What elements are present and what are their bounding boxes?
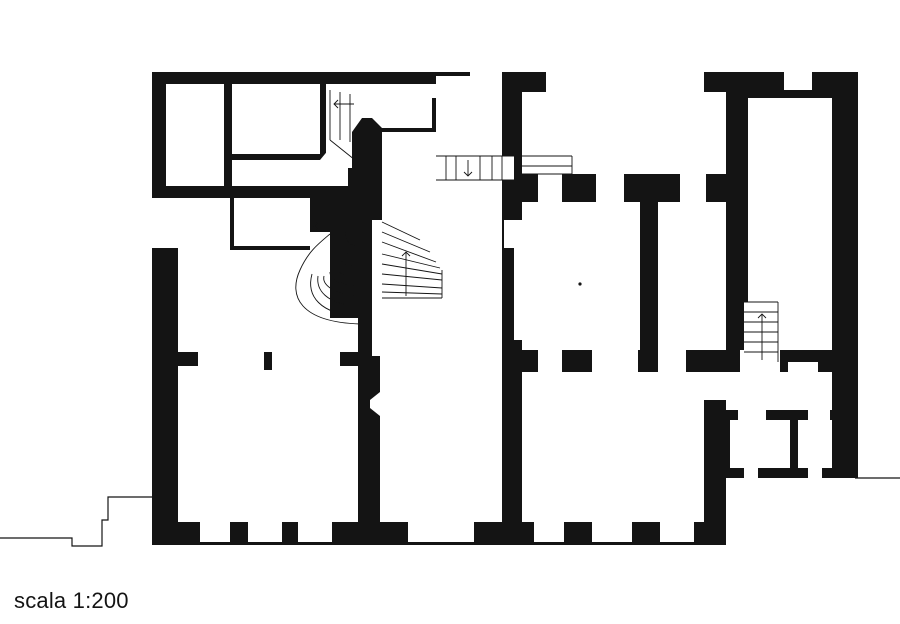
corridor	[370, 76, 502, 522]
stair-corridor	[381, 221, 443, 299]
stair-landing-top	[326, 84, 470, 168]
room-top-left-lower-strip	[232, 148, 348, 186]
window-bottom-7	[660, 522, 694, 542]
stair-straight-top	[436, 155, 573, 181]
window-bottom-5	[534, 522, 564, 542]
window-top-1	[546, 72, 704, 92]
room-small-1	[730, 420, 790, 468]
room-right-narrow	[658, 202, 726, 350]
site-boundary-left	[0, 496, 152, 547]
room-top-left-small	[166, 84, 224, 186]
column-pier	[264, 352, 272, 370]
scale-label: scala 1:200	[14, 588, 129, 613]
door-11	[744, 468, 758, 478]
door-2	[596, 174, 624, 202]
door-8	[788, 362, 818, 372]
room-right-top-wide	[522, 92, 726, 174]
stair-right	[744, 301, 779, 362]
bottom-windows	[200, 522, 694, 542]
window-top-2	[784, 72, 812, 90]
window-bottom-2	[248, 522, 282, 542]
door-9	[738, 410, 766, 420]
window-bottom-4	[408, 522, 474, 542]
room-top-left-middle	[232, 84, 320, 154]
stair-top-left	[329, 90, 361, 165]
door-3	[680, 174, 706, 202]
window-bottom-1	[200, 522, 230, 542]
door-4	[538, 350, 562, 372]
room-small-2	[798, 420, 832, 468]
door-5	[592, 350, 638, 372]
rooms	[152, 72, 832, 522]
door-1	[538, 174, 562, 202]
window-bottom-6	[592, 522, 632, 542]
floor-mark	[578, 282, 582, 286]
room-right-middle	[504, 202, 640, 350]
door-13	[470, 72, 502, 78]
door-10	[808, 410, 830, 420]
door-12	[808, 468, 822, 478]
door-6	[658, 350, 686, 372]
stair-curved	[295, 220, 361, 325]
window-bottom-3	[298, 522, 332, 542]
room-right-lower	[522, 372, 832, 522]
window-left-wall	[152, 198, 178, 248]
room-left-hall-closet	[234, 198, 310, 246]
